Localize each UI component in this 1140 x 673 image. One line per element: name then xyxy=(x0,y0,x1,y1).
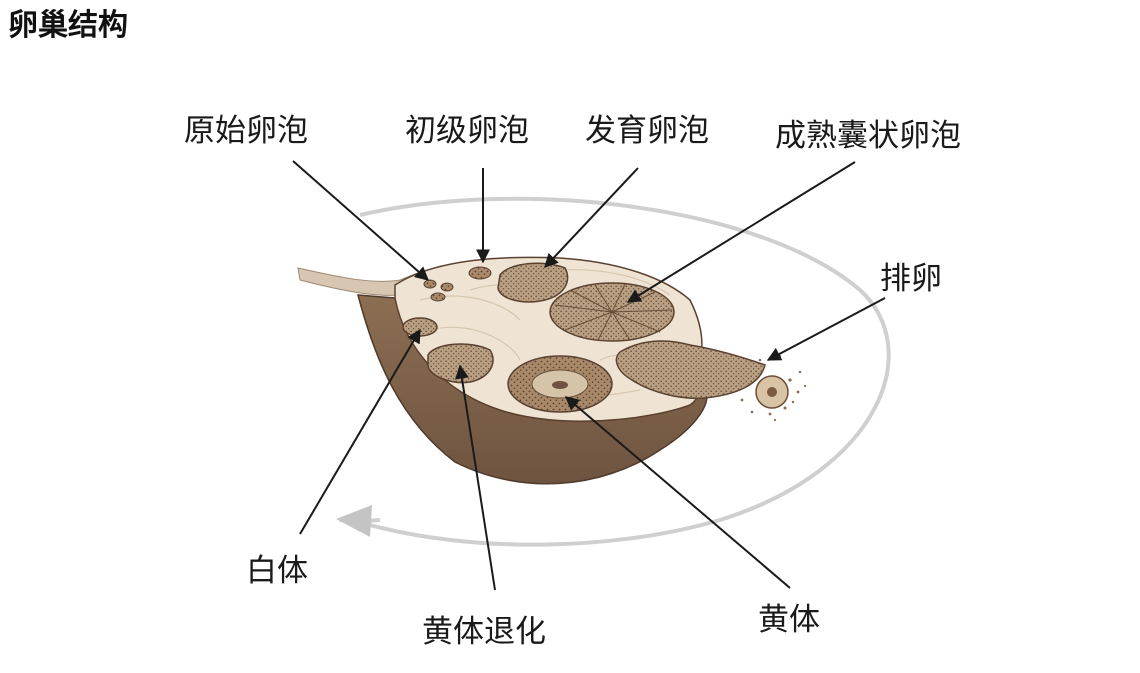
label-corpus-luteum: 黄体 xyxy=(758,602,820,638)
label-corpus-luteum-regression: 黄体退化 xyxy=(422,614,546,650)
leader-primordial xyxy=(292,160,430,281)
developing-follicle-shape xyxy=(497,262,569,303)
label-developing-follicle: 发育卵泡 xyxy=(585,113,709,149)
label-ovulation: 排卵 xyxy=(880,261,942,297)
ovulating-follicle-shape xyxy=(615,340,807,422)
primordial-follicles xyxy=(423,279,454,302)
label-primary-follicle: 初级卵泡 xyxy=(405,113,529,149)
mature-follicle-shape xyxy=(549,282,675,342)
page-title: 卵巢结构 xyxy=(8,8,128,43)
primary-follicle-shape xyxy=(468,266,492,280)
corpus-albicans-shape xyxy=(402,317,438,337)
leader-developing xyxy=(544,167,639,269)
label-primordial-follicle: 原始卵泡 xyxy=(184,113,308,149)
cycle-ring xyxy=(336,196,891,547)
label-corpus-albicans: 白体 xyxy=(246,553,308,589)
leader-regression xyxy=(455,364,496,591)
label-mature-follicle: 成熟囊状卵泡 xyxy=(775,118,961,154)
leader-luteum xyxy=(564,396,791,589)
leader-albicans xyxy=(299,328,421,535)
corpus-luteum-shape xyxy=(507,355,613,413)
leader-ovulation xyxy=(766,297,886,361)
leader-mature xyxy=(626,161,856,303)
cycle-arrow-icon xyxy=(336,505,372,537)
corpus-luteum-regression-shape xyxy=(427,343,494,384)
